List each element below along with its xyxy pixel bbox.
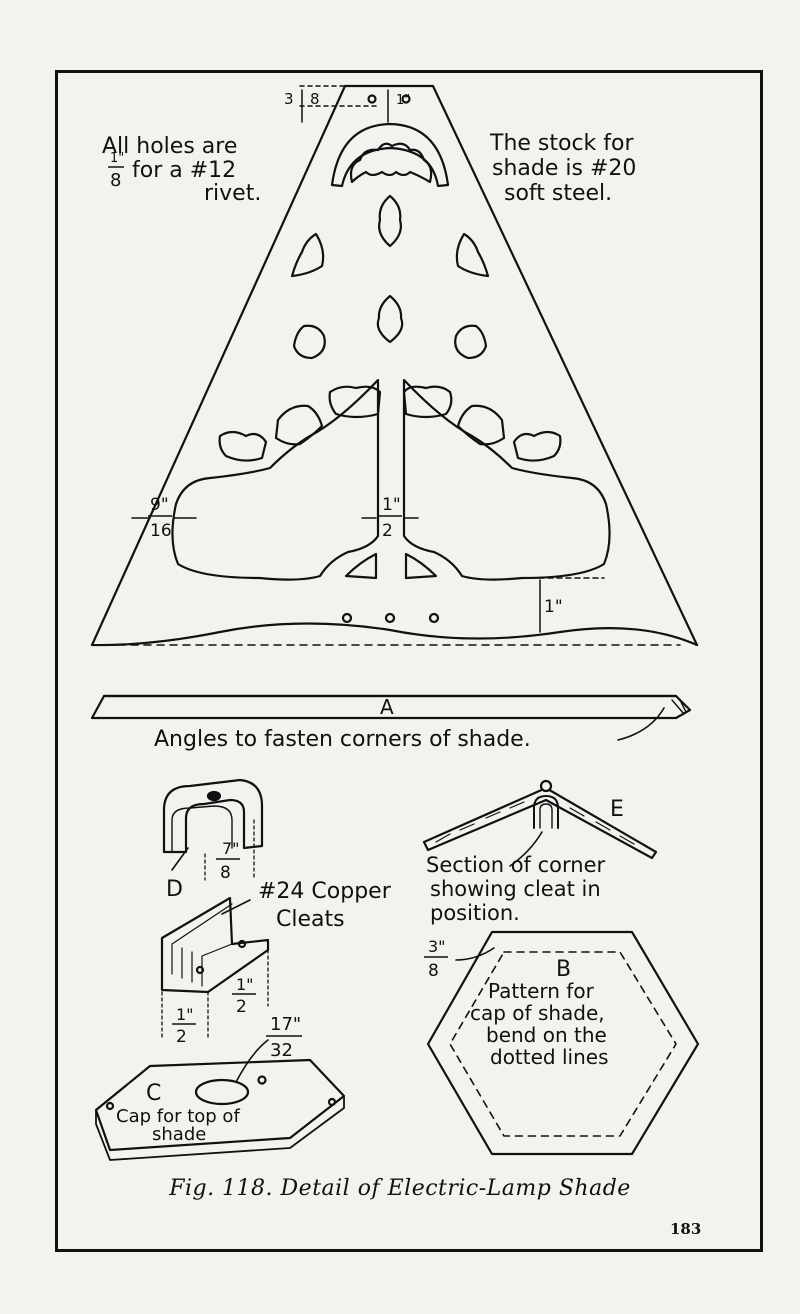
- cap-dim-num: 17": [270, 1014, 301, 1035]
- cutout-row-a2: [274, 404, 324, 446]
- shade-panel-outline: [90, 84, 699, 647]
- angle-letter-a: A: [380, 695, 394, 719]
- section-note-line2: showing cleat in: [430, 877, 601, 901]
- side-leaf-right-1: [455, 232, 490, 278]
- page-number: 183: [670, 1220, 702, 1238]
- top-arch-cutout: [330, 122, 450, 188]
- pattern-note-line1: Pattern for: [488, 979, 595, 1003]
- cleat-d-drawing: [162, 778, 264, 854]
- holes-note-line3: rivet.: [204, 181, 261, 206]
- side-leaf-right-2: [454, 324, 488, 360]
- center-dim-den: 2: [382, 521, 393, 541]
- angle-leader: [617, 707, 665, 741]
- b-dim-num: 3": [428, 937, 446, 956]
- rivet-hole-top-1: [367, 94, 377, 104]
- rivet-hole-bottom-1: [341, 612, 353, 624]
- top-arch-lobes: [349, 142, 433, 184]
- rivet-hole-bottom-3: [428, 612, 440, 624]
- section-letter-e: E: [610, 797, 624, 822]
- pattern-note-line3: bend on the: [486, 1023, 607, 1047]
- holes-frac-den: 8: [110, 170, 121, 191]
- angle-caption: Angles to fasten corners of shade.: [154, 727, 531, 752]
- cleat-dim2-num: 1": [236, 975, 254, 994]
- large-cutout-left: [171, 378, 380, 581]
- side-leaf-left-2: [292, 324, 326, 360]
- cap-dim-den: 32: [270, 1040, 293, 1061]
- cleat-dim1-num: 1": [176, 1005, 194, 1024]
- bottom-dim: 1": [544, 597, 563, 617]
- cap-note-line2: shade: [152, 1124, 206, 1145]
- figure-caption: Fig. 118. Detail of Electric-Lamp Shade: [169, 1176, 631, 1201]
- holes-note-line2: for a #12: [132, 158, 236, 183]
- cap-note-line1: Cap for top of: [116, 1106, 240, 1127]
- pattern-note-line2: cap of shade,: [470, 1001, 605, 1025]
- side-dim-num: 9": [150, 495, 169, 515]
- d-dim-num: 7": [222, 839, 240, 858]
- b-dim-den: 8: [428, 961, 439, 981]
- cutout-row-a5: [456, 404, 506, 446]
- cutout-row-a4: [402, 385, 453, 419]
- cap-hole: [194, 1078, 250, 1106]
- leaf-cutout-1: [378, 194, 402, 248]
- copper-cleat-drawing: [160, 896, 270, 994]
- small-cutout-left: [344, 552, 378, 580]
- rivet-hole-bottom-2: [384, 612, 396, 624]
- stock-note-line2: shade is #20: [492, 156, 636, 181]
- holes-note-line1: All holes are: [102, 134, 237, 159]
- top-dim2: 1": [396, 93, 410, 108]
- top-dim-num: 3: [284, 90, 294, 108]
- cleat-letter-d: D: [166, 877, 183, 902]
- side-leaf-left-1: [290, 232, 325, 278]
- side-dim-den: 16: [150, 521, 172, 541]
- center-dim-num: 1": [382, 495, 401, 515]
- cleat-dim1-den: 2: [176, 1027, 187, 1047]
- small-cutout-right: [404, 552, 438, 580]
- rivet-hole-top-2: [401, 94, 411, 104]
- cleat-dim2-den: 2: [236, 997, 247, 1017]
- section-note-line1: Section of corner: [426, 853, 606, 877]
- hexagon-b-dotted-fold: [449, 951, 677, 1137]
- cutout-row-a1: [218, 430, 268, 462]
- large-cutout-right: [402, 378, 611, 581]
- stock-note-line1: The stock for: [489, 131, 634, 156]
- d-dim-den: 8: [220, 863, 231, 883]
- section-note-line3: position.: [430, 901, 520, 925]
- top-dim-den: 8: [310, 90, 320, 108]
- hexagon-b-outline: [426, 930, 700, 1156]
- cap-letter-c: C: [146, 1081, 161, 1106]
- holes-frac-num: 1": [110, 151, 124, 166]
- cutout-row-a6: [512, 430, 562, 462]
- leaf-cutout-2: [376, 294, 404, 344]
- pattern-note-line4: dotted lines: [490, 1045, 609, 1069]
- stock-note-line3: soft steel.: [504, 181, 612, 206]
- figure-frame: [55, 70, 763, 1252]
- pattern-letter-b: B: [556, 957, 571, 982]
- cleats-note-line1: #24 Copper: [258, 879, 392, 904]
- cleats-note-line2: Cleats: [276, 907, 345, 932]
